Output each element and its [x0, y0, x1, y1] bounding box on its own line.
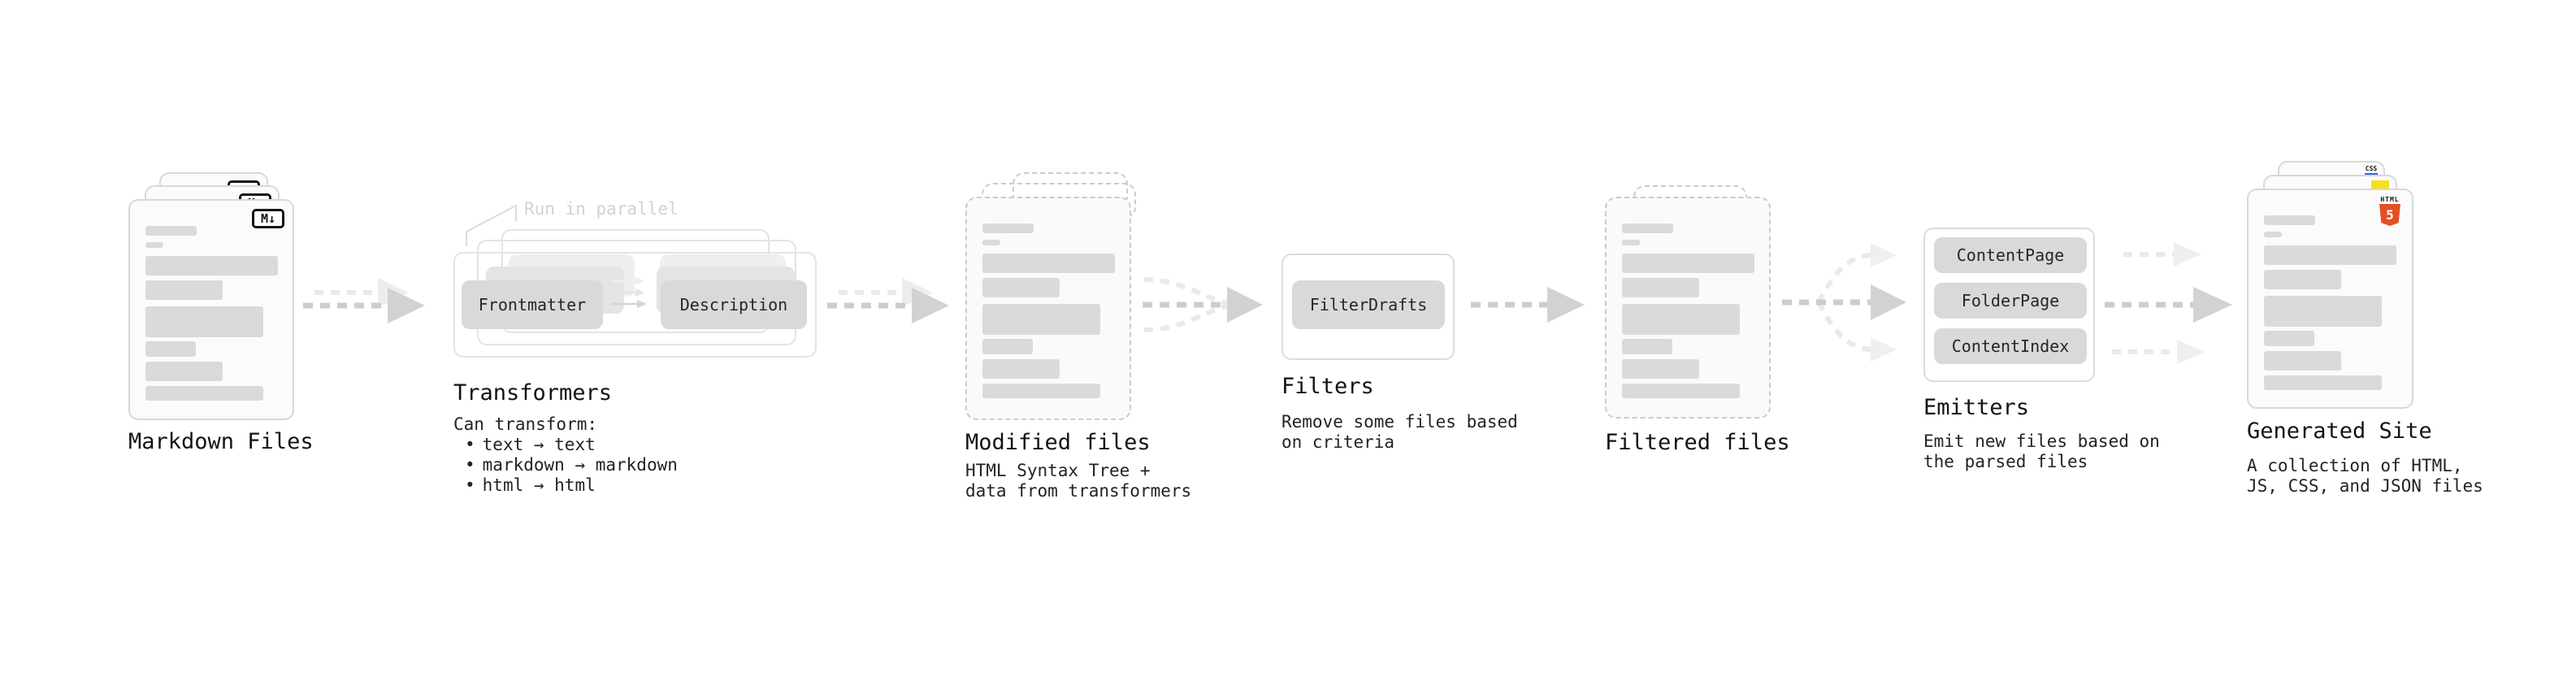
- stage-label-transformers: Transformers: [453, 380, 613, 406]
- skeleton-bar: [2264, 351, 2341, 371]
- emitter-box-label: ContentPage: [1956, 245, 2065, 265]
- skeleton-bar: [982, 359, 1060, 379]
- stage-label-filtered-files: Filtered files: [1605, 430, 1790, 455]
- stage-label-emitters: Emitters: [1923, 395, 2030, 420]
- flow-arrow-filtered-to-emitters-split: [1782, 243, 1906, 362]
- stage-label-filters: Filters: [1281, 374, 1374, 399]
- markdown-icon: M↓: [252, 209, 284, 228]
- skeleton-bar: [2264, 296, 2382, 327]
- flow-arrow-modified-to-filters-merge: [1143, 277, 1263, 332]
- markdown-file-card-front: M↓: [128, 199, 294, 420]
- skeleton-bar: [982, 223, 1034, 233]
- skeleton-bar: [145, 362, 223, 381]
- skeleton-bar: [1622, 384, 1740, 398]
- skeleton-bar: [145, 256, 278, 275]
- skeleton-bar: [145, 306, 263, 337]
- css-icon-text: CSS: [2365, 165, 2378, 172]
- skeleton-bar: [2264, 331, 2314, 346]
- skeleton-bar: [1622, 339, 1672, 354]
- note-bullet-item: • html → html: [453, 475, 678, 496]
- bullet-text: markdown → markdown: [482, 455, 678, 475]
- transformers-note: Can transform: • text → text • markdown → …: [453, 414, 678, 496]
- bullet-dot: •: [465, 435, 475, 454]
- skeleton-bar: [145, 341, 196, 357]
- emitter-box-label: ContentIndex: [1951, 336, 2070, 356]
- run-in-parallel-annotation: Run in parallel: [524, 199, 679, 219]
- skeleton-bar: [145, 280, 223, 300]
- skeleton-bar: [982, 254, 1115, 273]
- skeleton-bar: [982, 339, 1033, 354]
- skeleton-bar: [1622, 223, 1673, 233]
- transform-step-arrows: [611, 277, 647, 308]
- transformer-frame-front: [453, 252, 817, 358]
- frontmatter-box-label: Frontmatter: [478, 295, 587, 314]
- flow-arrow-markdown-to-transformers: [303, 278, 425, 323]
- skeleton-bar: [1622, 254, 1754, 273]
- skeleton-bar: [982, 304, 1100, 335]
- stage-desc-generated-site: A collection of HTML, JS, CSS, and JSON …: [2247, 456, 2483, 496]
- filtered-file-card-front: [1605, 197, 1771, 419]
- js-icon: [2371, 180, 2389, 189]
- stage-label-markdown-files: Markdown Files: [128, 429, 314, 454]
- note-title: Can transform:: [453, 414, 598, 434]
- flow-arrows-emitters-to-generated: [2105, 242, 2232, 364]
- frontmatter-box: Frontmatter: [462, 280, 603, 329]
- bullet-text: text → text: [482, 435, 596, 454]
- skeleton-bar: [982, 278, 1060, 297]
- skeleton-bar: [2264, 270, 2341, 289]
- generated-file-card-front: HTML 5: [2247, 189, 2413, 409]
- skeleton-bar: [2264, 232, 2282, 237]
- stage-desc-modified-files: HTML Syntax Tree + data from transformer…: [965, 461, 1192, 501]
- skeleton-bar: [145, 226, 197, 236]
- modified-file-card-front: [965, 197, 1131, 420]
- note-bullet-item: • markdown → markdown: [453, 455, 678, 475]
- description-box: Description: [661, 280, 807, 329]
- emitter-box-label: FolderPage: [1961, 291, 2060, 310]
- stage-desc-emitters: Emit new files based on the parsed files: [1923, 432, 2160, 471]
- html5-icon-shield: 5: [2379, 204, 2400, 226]
- description-box-label: Description: [679, 295, 788, 314]
- note-bullet-item: • text → text: [453, 435, 678, 455]
- bullet-dot: •: [465, 455, 475, 475]
- skeleton-bar: [2264, 375, 2382, 390]
- bullet-text: html → html: [482, 475, 596, 495]
- flow-arrow-filters-to-filtered: [1471, 287, 1585, 323]
- stage-label-generated-site: Generated Site: [2247, 419, 2432, 444]
- skeleton-bar: [2264, 245, 2396, 265]
- emitter-box-folder-page: FolderPage: [1934, 283, 2087, 319]
- skeleton-bar: [145, 386, 263, 401]
- skeleton-bar: [1622, 304, 1740, 335]
- emitter-box-content-page: ContentPage: [1934, 237, 2087, 273]
- run-in-parallel-leader-line: [466, 204, 517, 246]
- stage-label-modified-files: Modified files: [965, 430, 1151, 455]
- skeleton-bar: [2264, 215, 2315, 225]
- skeleton-bar: [1622, 240, 1640, 245]
- skeleton-bar: [145, 242, 163, 248]
- html5-icon-text: HTML: [2380, 196, 2400, 203]
- skeleton-bar: [982, 384, 1100, 398]
- stage-desc-filters: Remove some files based on criteria: [1281, 412, 1518, 452]
- skeleton-bar: [1622, 359, 1699, 379]
- html5-icon: HTML 5: [2378, 197, 2402, 226]
- skeleton-bar: [982, 240, 1000, 245]
- bullet-dot: •: [465, 475, 475, 495]
- flow-arrow-transformers-to-modified: [827, 278, 949, 323]
- emitter-box-content-index: ContentIndex: [1934, 328, 2087, 364]
- filter-drafts-label: FilterDrafts: [1309, 295, 1428, 314]
- skeleton-bar: [1622, 278, 1699, 297]
- filter-drafts-box: FilterDrafts: [1292, 280, 1445, 329]
